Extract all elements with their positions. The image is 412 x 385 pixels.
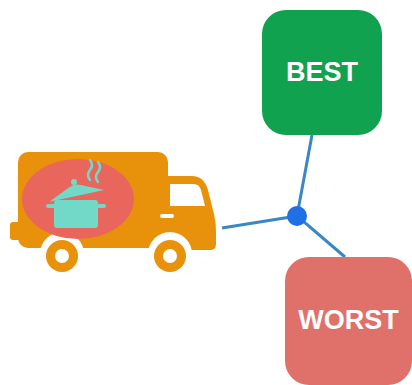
connector-line — [222, 216, 297, 228]
pot-lid — [47, 179, 104, 202]
box-label: WORST — [298, 306, 399, 336]
van-wheel-arch — [148, 232, 192, 276]
van-door-handle — [160, 214, 174, 218]
food-van — [10, 152, 216, 276]
van-cargo-body — [18, 152, 168, 248]
connector-line — [297, 135, 345, 257]
steam — [96, 162, 100, 182]
box-label: BEST — [286, 58, 358, 88]
pot-body — [54, 200, 98, 228]
junction-dot — [287, 206, 307, 226]
worst-box: WORST — [285, 257, 412, 385]
pot-lid-knob — [71, 179, 77, 185]
cooking-pot-icon — [46, 160, 106, 228]
steam — [88, 160, 92, 180]
van-wheel — [154, 240, 186, 272]
best-box: BEST — [262, 10, 382, 135]
pot-handle — [46, 204, 56, 208]
van-hub — [163, 249, 177, 263]
pot-handle — [96, 204, 106, 208]
van-logo-badge — [22, 159, 134, 239]
van-wheel — [46, 240, 78, 272]
van-hub — [55, 249, 69, 263]
van-window — [170, 184, 205, 206]
